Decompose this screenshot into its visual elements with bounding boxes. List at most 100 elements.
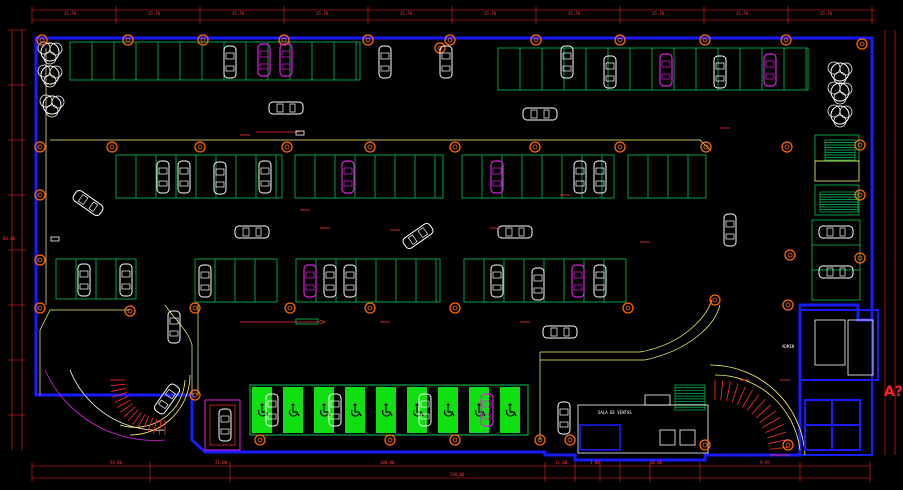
car-icon	[573, 160, 587, 194]
column-icon	[856, 38, 868, 50]
column-icon	[364, 141, 376, 153]
car-icon	[177, 160, 191, 194]
dimension-label: 35.70	[400, 11, 413, 16]
column-icon	[281, 141, 293, 153]
column-icon	[449, 302, 461, 314]
entry-booth	[204, 399, 241, 451]
column-icon	[529, 141, 541, 153]
car-icon	[818, 265, 854, 279]
column-icon	[449, 434, 461, 446]
dimension-label: 35.70	[736, 11, 749, 16]
overall-dimension-bottom: 288.00	[450, 472, 465, 477]
car-icon	[713, 55, 727, 89]
dimension-lines	[11, 9, 896, 479]
column-icon	[784, 249, 796, 261]
car-icon	[198, 264, 212, 298]
car-icon	[268, 101, 304, 115]
car-icon	[571, 264, 585, 298]
car-icon	[323, 264, 337, 298]
dimension-label: 54.00	[110, 460, 123, 465]
curb-outline	[39, 48, 711, 395]
car-icon	[439, 45, 453, 79]
tree-icon	[37, 64, 63, 88]
dimension-label: 35.70	[484, 11, 497, 16]
tree-icon	[827, 61, 853, 85]
dimension-label: 100.00	[380, 460, 395, 465]
car-icon	[818, 225, 854, 239]
column-icon	[854, 189, 866, 201]
car-icon	[490, 160, 504, 194]
sales-room	[577, 394, 709, 454]
dimension-label: 3.00	[590, 460, 600, 465]
column-icon	[384, 434, 396, 446]
column-icon	[622, 302, 634, 314]
cars	[70, 43, 854, 442]
parking-row-top-left	[69, 41, 361, 81]
column-icon	[782, 299, 794, 311]
dimension-label: 35.70	[64, 11, 77, 16]
right-lower-boundary	[800, 320, 873, 456]
car-icon	[77, 263, 91, 297]
drive-marks	[240, 127, 790, 381]
ramp-left	[44, 369, 191, 441]
column-icon	[364, 302, 376, 314]
car-icon	[378, 45, 392, 79]
dimension-label: 35.70	[820, 11, 833, 16]
column-icon	[284, 302, 296, 314]
car-icon	[258, 160, 272, 194]
dimension-label: 9.95	[760, 460, 770, 465]
dimension-label: 21.00	[215, 460, 228, 465]
car-icon	[659, 53, 673, 87]
tree-icon	[827, 81, 853, 105]
car-icon	[303, 264, 317, 298]
dimension-label: 35.70	[232, 11, 245, 16]
column-icon	[709, 294, 721, 306]
pedestrian-ramp	[539, 299, 721, 440]
car-icon	[723, 213, 737, 247]
stair-bottom	[674, 384, 706, 411]
car-icon	[763, 53, 777, 87]
column-icon	[614, 141, 626, 153]
side-dimension-left: 80.00	[3, 236, 16, 241]
column-icon	[781, 141, 793, 153]
car-icon	[167, 310, 181, 344]
dimension-label: 35.70	[148, 11, 161, 16]
car-icon	[223, 45, 237, 79]
car-icon	[70, 188, 106, 218]
dimension-label: 12.00	[555, 460, 568, 465]
dimension-labels-bottom: 54.00 21.00 100.00 12.00 3.00 36.00 9.95	[110, 460, 770, 465]
car-icon	[119, 263, 133, 297]
dimension-ticks	[8, 6, 873, 482]
car-icon	[234, 225, 270, 239]
dimension-label: 36.00	[650, 460, 663, 465]
car-icon	[557, 401, 571, 435]
tree-icon	[39, 94, 65, 118]
dimension-label: 35.70	[316, 11, 329, 16]
left-curb-curve	[164, 304, 199, 395]
car-icon	[343, 264, 357, 298]
column-icon	[449, 141, 461, 153]
car-icon	[497, 225, 533, 239]
accessible-parking	[249, 384, 529, 436]
car-icon	[341, 160, 355, 194]
stair-right-top	[824, 139, 856, 161]
trees	[37, 41, 853, 128]
office-block-right	[799, 309, 879, 451]
flow-arrows	[50, 130, 327, 325]
car-icon	[522, 107, 558, 121]
car-icon	[152, 381, 182, 417]
sales-room-label: SALA DE VENTAS	[598, 410, 632, 415]
column-icon	[254, 434, 266, 446]
parking-bays-middle	[55, 154, 707, 303]
dimension-label: 35.70	[652, 11, 665, 16]
office-label: ADMIN	[782, 344, 795, 349]
car-icon	[218, 408, 232, 442]
car-icon	[593, 160, 607, 194]
stair-right-mid	[819, 191, 859, 213]
car-icon	[400, 221, 436, 251]
car-icon	[490, 264, 504, 298]
car-icon	[531, 267, 545, 301]
column-icon	[194, 141, 206, 153]
car-icon	[603, 55, 617, 89]
